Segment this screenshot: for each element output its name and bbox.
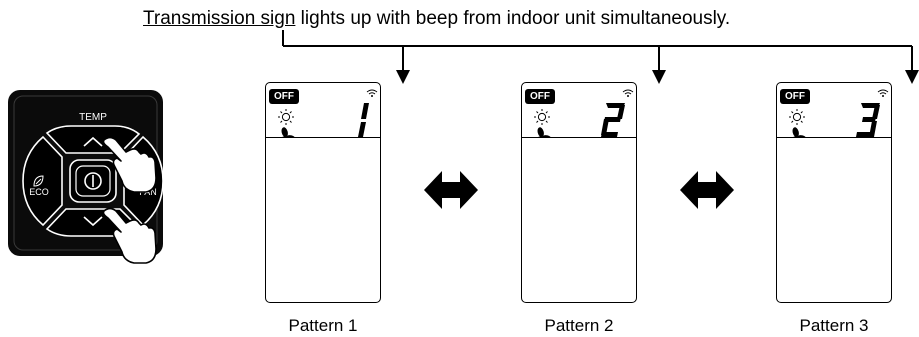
fan-icon [278,127,296,137]
lcd-icons [278,89,378,137]
fan-icon [789,127,807,137]
signal-icon [366,89,378,95]
lcd-display-pattern-2: OFF [521,82,637,303]
lcd-divider [777,137,891,138]
power-button-inner [75,165,111,197]
double-arrow-2-3 [680,171,734,209]
power-icon [84,172,102,190]
sun-icon [278,109,294,125]
arrowhead-2 [652,70,666,84]
lcd-icons [789,89,889,137]
pattern-3-label: Pattern 3 [799,316,869,335]
chevron-down-icon [83,216,103,227]
caption-rest: lights up with beep from indoor unit sim… [295,8,731,29]
digit-2 [601,103,625,137]
transmission-caption: Transmission sign lights up with beep fr… [143,8,730,30]
signal-icon [877,89,889,95]
eco-label: ECO [29,187,49,197]
pointing-hand-icon-2 [102,207,157,264]
off-indicator: OFF [525,89,555,104]
chevron-up-icon [83,136,103,147]
arrowhead-3 [905,70,919,84]
sun-icon [534,109,550,125]
lcd-icons [534,89,634,137]
pattern-1-label: Pattern 1 [288,316,358,335]
temp-label: TEMP [79,112,107,123]
off-indicator: OFF [780,89,810,104]
digit-1 [358,103,369,137]
lcd-divider [522,137,636,138]
signal-icon [622,89,634,95]
lcd-display-pattern-3: OFF [776,82,892,303]
double-arrow-1-2 [424,171,478,209]
pattern-2-label: Pattern 2 [544,316,614,335]
pointing-hand-icon [102,136,157,193]
lcd-display-pattern-1: OFF [265,82,381,303]
lcd-divider [266,137,380,138]
off-indicator: OFF [269,89,299,104]
sun-icon [789,109,805,125]
digit-3 [856,103,880,137]
fan-icon [534,127,552,137]
transmission-sign-term: Transmission sign [143,8,296,29]
arrowhead-1 [396,70,410,84]
leaf-icon [33,175,44,187]
